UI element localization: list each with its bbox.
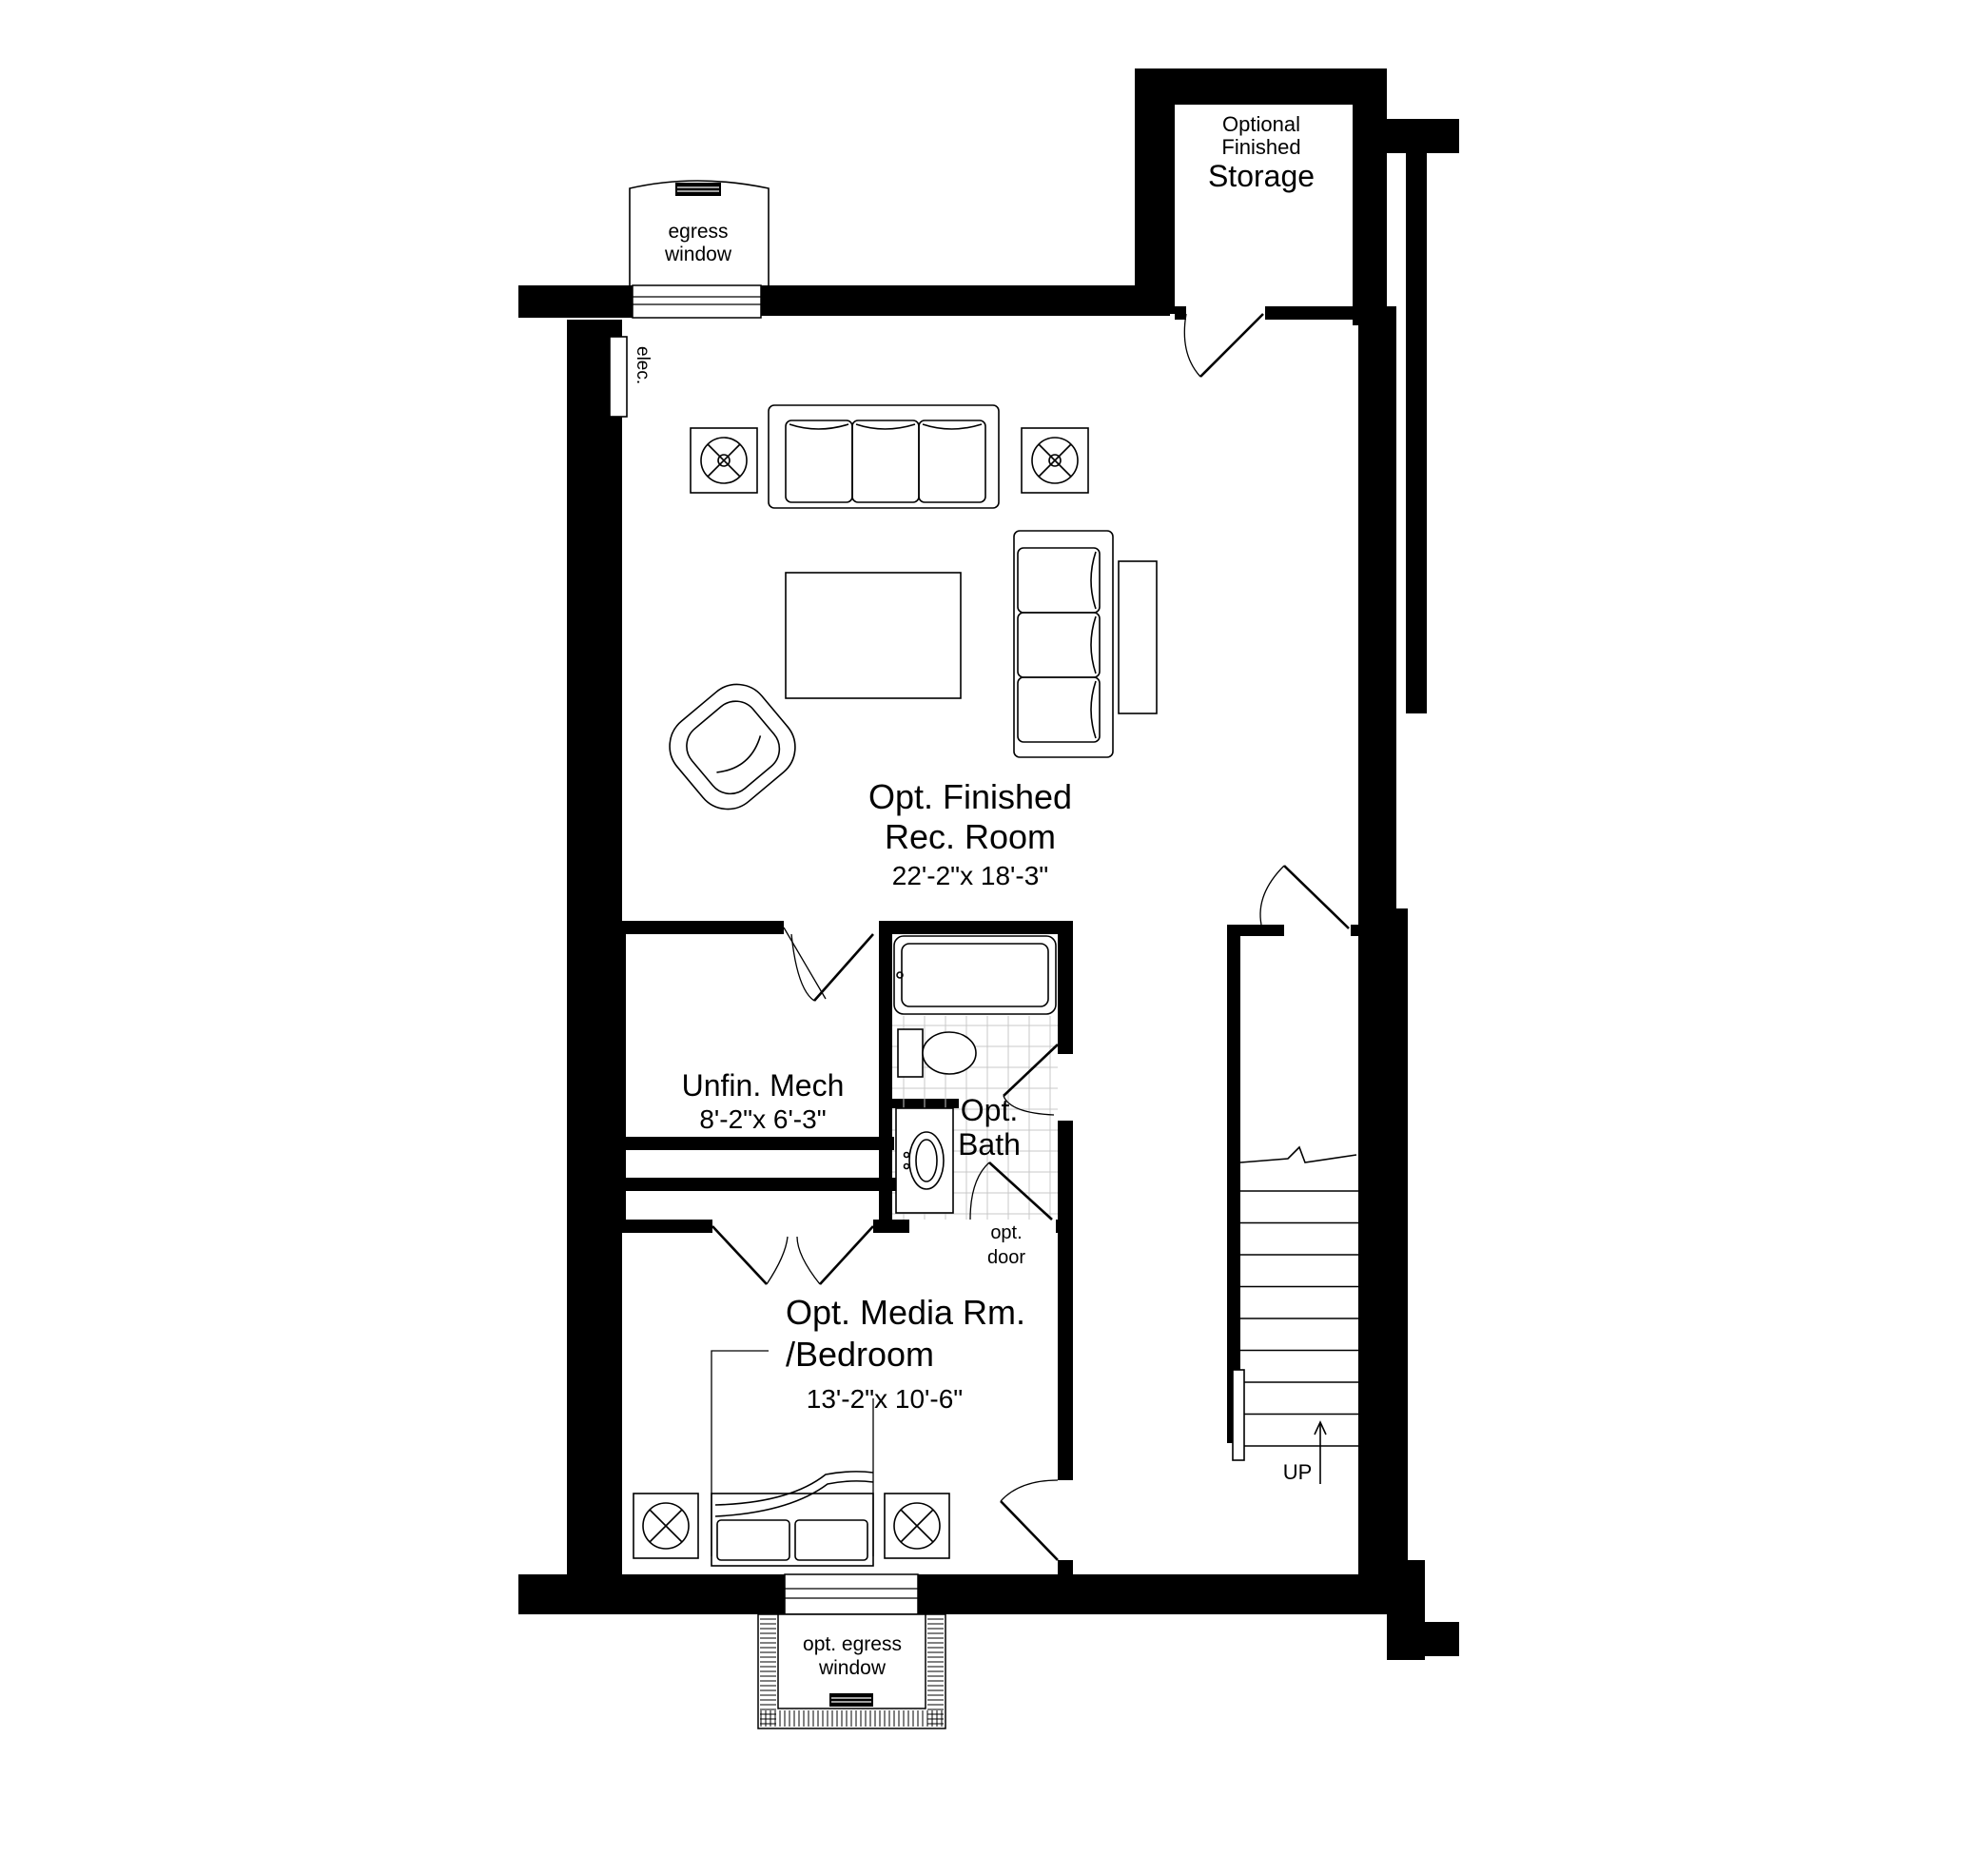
media-line1: Opt. Media Rm. bbox=[786, 1293, 1025, 1332]
end-table-left bbox=[690, 427, 758, 494]
media-room-doors bbox=[711, 1225, 874, 1285]
console-table bbox=[1118, 560, 1158, 714]
egress-window-bottom: opt. egress window bbox=[757, 1573, 946, 1729]
storage-room: Optional Finished Storage bbox=[1183, 112, 1315, 378]
bath-line2: Bath bbox=[958, 1127, 1021, 1162]
rec-room-line2: Rec. Room bbox=[885, 817, 1056, 856]
opt-door-line2: door bbox=[987, 1247, 1025, 1268]
bathtub bbox=[893, 935, 1057, 1015]
sofa-right bbox=[1013, 530, 1114, 758]
egress-bottom-line1: opt. egress bbox=[803, 1633, 902, 1655]
opt-bath-door-swing bbox=[969, 1162, 990, 1220]
bath-line1: Opt. bbox=[961, 1093, 1018, 1127]
stairs: UP bbox=[1232, 865, 1358, 1484]
rec-room-line1: Opt. Finished bbox=[868, 777, 1072, 816]
bath-door-swing bbox=[1003, 1095, 1055, 1116]
media-door-left[interactable] bbox=[711, 1225, 768, 1285]
toilet-tank bbox=[897, 1028, 924, 1078]
bedroom-closet-door-swing bbox=[1000, 1479, 1059, 1502]
stairs-up-label: UP bbox=[1283, 1460, 1313, 1484]
egress-top-line2: window bbox=[664, 244, 732, 265]
bathroom bbox=[892, 935, 1059, 1220]
media-line2: /Bedroom bbox=[786, 1335, 934, 1374]
electrical-panel: elec. bbox=[609, 336, 653, 418]
coffee-table bbox=[785, 572, 962, 699]
nightstand-right bbox=[884, 1493, 950, 1559]
egress-top-line1: egress bbox=[668, 221, 728, 243]
storage-line2: Finished bbox=[1221, 135, 1300, 159]
sink bbox=[908, 1131, 945, 1190]
opt-bath-door[interactable] bbox=[988, 1162, 1053, 1220]
mech-line1: Unfin. Mech bbox=[682, 1068, 845, 1103]
media-dims: 13'-2"x 10'-6" bbox=[807, 1384, 963, 1414]
opt-door-line1: opt. bbox=[990, 1222, 1022, 1243]
sofa-top bbox=[768, 404, 1000, 509]
rec-room-furniture bbox=[669, 404, 1158, 810]
armchair bbox=[669, 683, 796, 810]
bed-headboard-line bbox=[711, 1350, 769, 1556]
storage-door-swing bbox=[1183, 313, 1201, 378]
stair-closet-door[interactable] bbox=[1283, 865, 1350, 929]
egress-bottom-line2: window bbox=[818, 1657, 887, 1679]
bedroom-closet-door[interactable] bbox=[1000, 1500, 1059, 1561]
rec-room-dims: 22'-2"x 18'-3" bbox=[892, 861, 1048, 890]
mech-door-swing bbox=[790, 933, 815, 1002]
storage-line3: Storage bbox=[1208, 159, 1315, 193]
mech-dims: 8'-2"x 6'-3" bbox=[699, 1104, 826, 1134]
media-door-right[interactable] bbox=[819, 1225, 874, 1285]
walls bbox=[518, 68, 1459, 1660]
bed bbox=[711, 1471, 874, 1567]
storage-door[interactable] bbox=[1199, 313, 1264, 378]
toilet-bowl bbox=[922, 1031, 977, 1075]
mech-door[interactable] bbox=[813, 933, 874, 1002]
egress-window-top: egress window bbox=[629, 180, 770, 319]
bath-door[interactable] bbox=[1003, 1044, 1059, 1097]
end-table-right bbox=[1021, 427, 1089, 494]
nightstand-left bbox=[633, 1493, 699, 1559]
elec-label: elec. bbox=[633, 346, 653, 384]
storage-line1: Optional bbox=[1222, 112, 1300, 136]
